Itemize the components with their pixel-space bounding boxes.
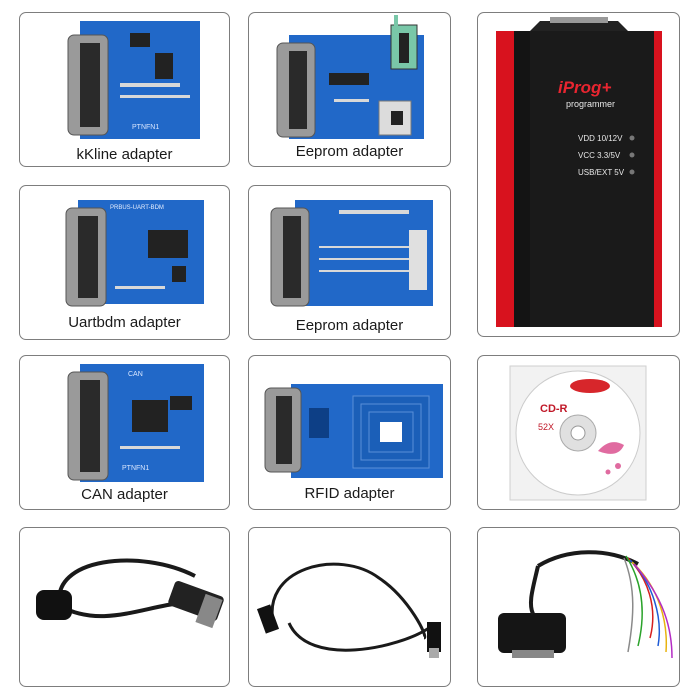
kkline-adapter-image: PTNFN1 — [67, 21, 200, 139]
software-cd-image: CD-R 52X — [509, 365, 647, 501]
uartbdm-adapter-tile: PRBUS-UART-BDM Uartbdm adapter — [19, 185, 230, 340]
cd-type-label: CD-R — [540, 403, 568, 415]
can-caption: CAN adapter — [81, 486, 168, 503]
flower-decoration — [598, 442, 624, 454]
can-board-text-2: PTNFN1 — [122, 465, 149, 472]
iprog-device-tile: iProg+ programmer VDD 10/12V VCC 3.3/5V … — [477, 12, 680, 337]
eeprom-caption-1: Eeprom adapter — [295, 143, 404, 160]
kkline-caption: kKline adapter — [76, 146, 173, 163]
device-led3-label: USB/EXT 5V — [578, 168, 625, 177]
usb-cable-image — [256, 562, 441, 658]
device-subtitle: programmer — [566, 99, 615, 109]
led-indicator-1 — [629, 135, 635, 141]
eeprom-adapter-image-1 — [276, 15, 424, 139]
uartbdm-board-text: PRBUS-UART-BDM — [110, 205, 164, 211]
can-adapter-tile: CAN PTNFN1 CAN adapter — [19, 355, 230, 510]
rfid-adapter-tile: RFID adapter — [248, 355, 451, 510]
eeprom-adapter-image-2 — [270, 200, 433, 307]
uartbdm-adapter-image: PRBUS-UART-BDM — [65, 200, 204, 307]
led-indicator-2 — [629, 152, 635, 158]
obd-cable-image — [36, 558, 224, 629]
eeprom-caption-2: Eeprom adapter — [295, 317, 404, 334]
rfid-adapter-image — [264, 384, 443, 478]
device-brand: iProg+ — [558, 78, 611, 97]
device-led1-label: VDD 10/12V — [578, 134, 623, 143]
cd-logo — [570, 379, 610, 393]
obd-cable-tile — [19, 527, 230, 687]
eeprom-adapter-tile-2: Eeprom adapter — [248, 185, 451, 340]
led-indicator-3 — [629, 169, 635, 175]
wire-harness-image — [498, 550, 673, 659]
cd-speed-label: 52X — [538, 422, 554, 432]
uartbdm-caption: Uartbdm adapter — [68, 314, 181, 331]
iprog-device-image: iProg+ programmer VDD 10/12V VCC 3.3/5V … — [496, 17, 662, 327]
software-cd-tile: CD-R 52X — [477, 355, 680, 510]
usb-cable-tile — [248, 527, 451, 687]
kkline-adapter-tile: PTNFN1 kKline adapter — [19, 12, 230, 167]
can-board-text: CAN — [128, 371, 143, 378]
rfid-caption: RFID adapter — [304, 485, 395, 502]
kkline-board-text: PTNFN1 — [132, 124, 159, 131]
device-led2-label: VCC 3.3/5V — [578, 151, 621, 160]
can-adapter-image: CAN PTNFN1 — [67, 364, 204, 482]
eeprom-adapter-tile-1: Eeprom adapter — [248, 12, 451, 167]
wire-harness-tile — [477, 527, 680, 687]
